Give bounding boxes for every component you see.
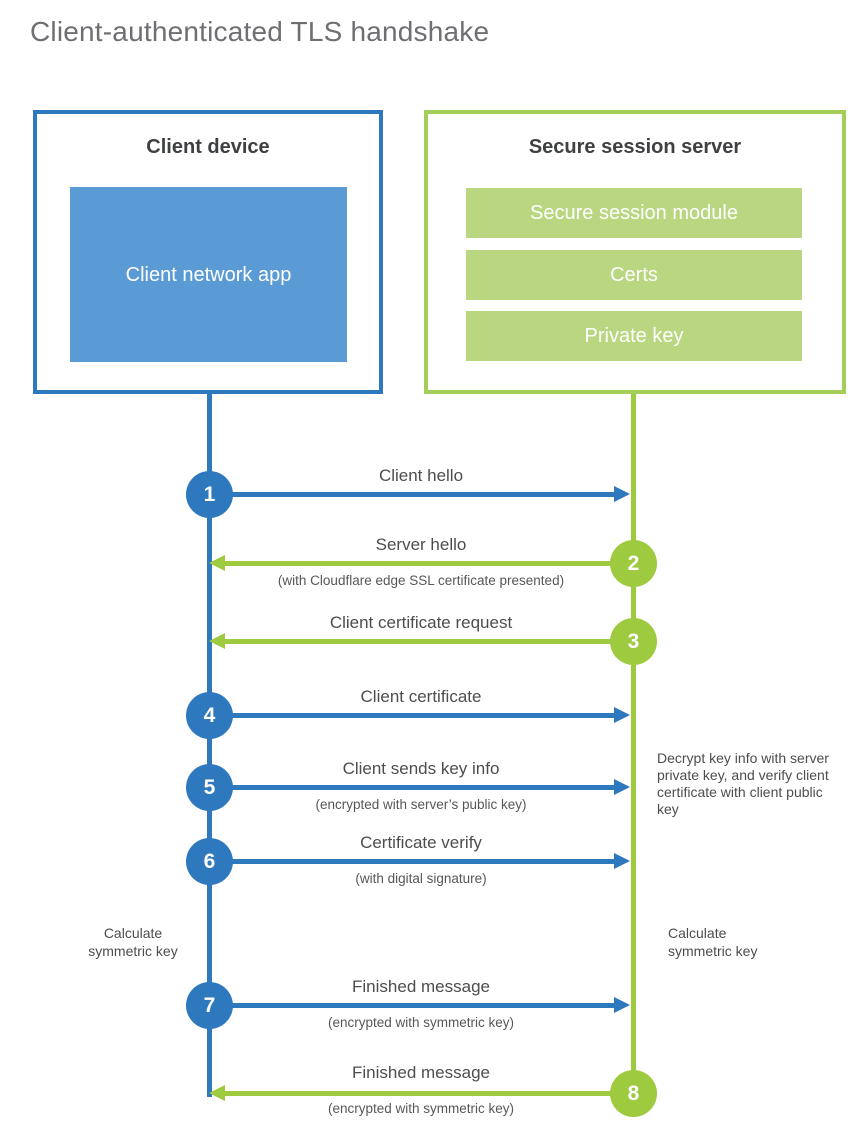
step-2-badge: 2 bbox=[610, 540, 657, 587]
step-8-label: Finished message bbox=[352, 1063, 490, 1082]
step-4-arrow-right bbox=[209, 707, 630, 723]
client-network-app-label: Client network app bbox=[125, 263, 292, 286]
step-2-arrow-left bbox=[209, 555, 633, 571]
client-device-title: Client device bbox=[146, 136, 270, 158]
step-5-sublabel: (encrypted with server’s public key) bbox=[315, 797, 527, 812]
server-certs-label: Certs bbox=[610, 263, 658, 286]
step-8-arrow-left bbox=[209, 1085, 633, 1101]
client-device-box: Client device Client network app bbox=[33, 110, 383, 394]
client-network-app-box: Client network app bbox=[70, 187, 347, 362]
step-6-badge: 6 bbox=[186, 838, 233, 885]
step-1-number: 1 bbox=[203, 482, 216, 506]
step-4-number: 4 bbox=[203, 703, 216, 727]
secure-session-server-box: Secure session server Secure session mod… bbox=[424, 110, 846, 394]
step-2-label: Server hello bbox=[375, 535, 467, 554]
page-title: Client-authenticated TLS handshake bbox=[30, 16, 490, 47]
step-6-arrow-right bbox=[209, 853, 630, 869]
server-private-key-bar: Private key bbox=[466, 311, 802, 361]
step-1-arrow-right bbox=[209, 486, 630, 502]
server-lifeline bbox=[631, 394, 636, 1093]
server-module-label: Secure session module bbox=[530, 201, 738, 224]
step-3-badge: 3 bbox=[610, 618, 657, 665]
step-5-badge: 5 bbox=[186, 764, 233, 811]
step-2-number: 2 bbox=[627, 551, 640, 575]
server-module-bar: Secure session module bbox=[466, 188, 802, 238]
step-5-number: 5 bbox=[203, 775, 216, 799]
server-calculate-symmetric-key-note: Calculate symmetric key bbox=[668, 925, 758, 959]
step-1-badge: 1 bbox=[186, 471, 233, 518]
step-7-badge: 7 bbox=[186, 982, 233, 1029]
step-4-label: Client certificate bbox=[360, 687, 482, 706]
step-3-arrow-left bbox=[209, 633, 633, 649]
step-8-number: 8 bbox=[627, 1081, 640, 1105]
step-7-label: Finished message bbox=[352, 977, 490, 996]
step-6-label: Certificate verify bbox=[360, 833, 482, 852]
step-7-arrow-right bbox=[209, 997, 630, 1013]
secure-session-server-title: Secure session server bbox=[528, 136, 742, 158]
step-4-badge: 4 bbox=[186, 692, 233, 739]
step-7-sublabel: (encrypted with symmetric key) bbox=[327, 1015, 515, 1030]
step-8-sublabel: (encrypted with symmetric key) bbox=[327, 1101, 515, 1116]
step-5-label: Client sends key info bbox=[342, 759, 500, 778]
client-calculate-symmetric-key-note: Calculate symmetric key bbox=[88, 925, 178, 959]
step-6-number: 6 bbox=[203, 849, 216, 873]
step-5-arrow-right bbox=[209, 779, 630, 795]
step-1-label: Client hello bbox=[378, 466, 464, 485]
client-lifeline bbox=[207, 394, 212, 1097]
step-3-label: Client certificate request bbox=[329, 613, 513, 632]
server-certs-bar: Certs bbox=[466, 250, 802, 300]
step-3-number: 3 bbox=[627, 629, 640, 653]
step-7-number: 7 bbox=[203, 993, 216, 1017]
step-2-sublabel: (with Cloudflare edge SSL certificate pr… bbox=[277, 573, 565, 588]
server-private-key-label: Private key bbox=[584, 324, 684, 347]
step-6-sublabel: (with digital signature) bbox=[355, 871, 487, 886]
step-8-badge: 8 bbox=[610, 1070, 657, 1117]
server-decrypt-note: Decrypt key info with server private key… bbox=[657, 750, 829, 817]
